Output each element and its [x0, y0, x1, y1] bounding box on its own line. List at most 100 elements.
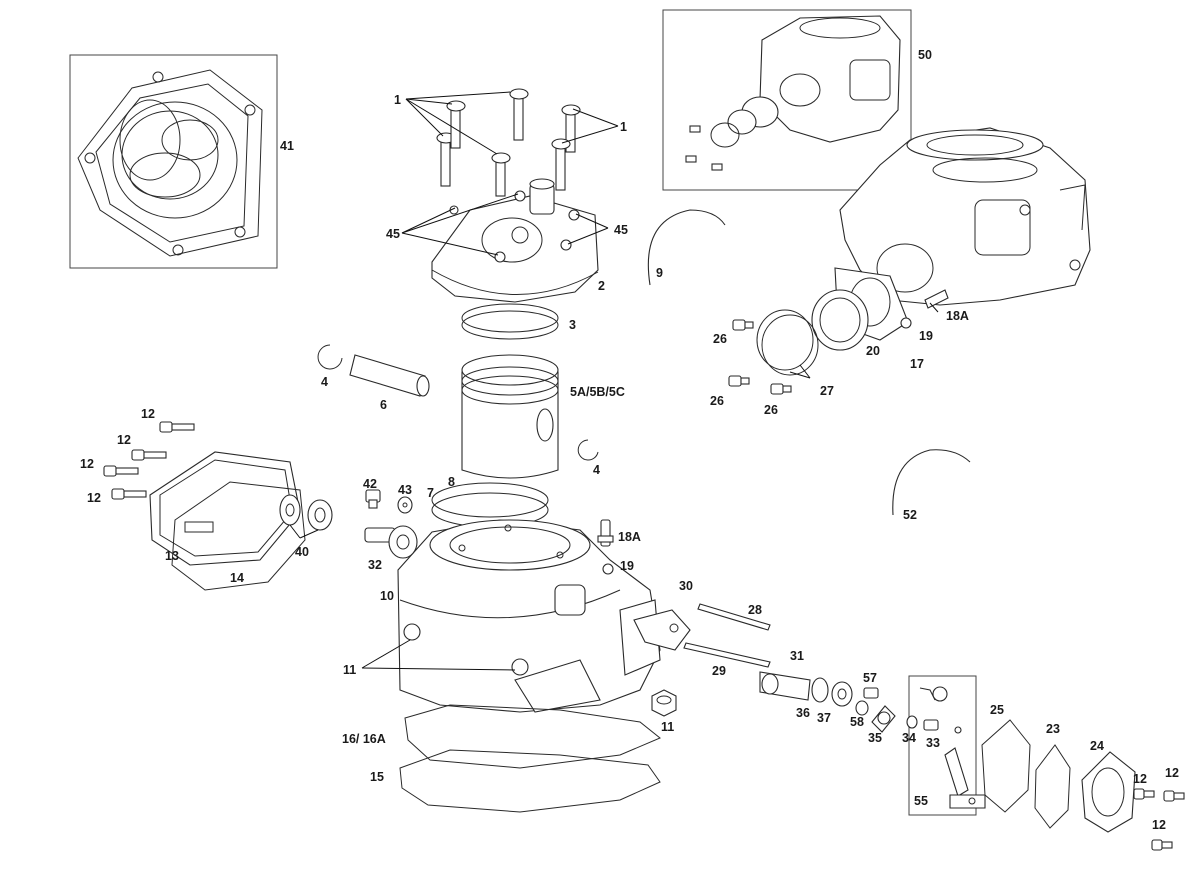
label-18a-upper: 18A — [946, 309, 969, 323]
part-4-circlip-right — [577, 439, 599, 461]
label-19-lower: 19 — [620, 559, 634, 573]
label-42: 42 — [363, 477, 377, 491]
label-11b: 11 — [661, 720, 674, 734]
part-17-cylinder-body — [839, 127, 1091, 306]
label-26b: 26 — [710, 394, 724, 408]
label-4a: 4 — [321, 375, 328, 389]
part-15-base-gasket — [399, 749, 661, 813]
label-58: 58 — [850, 715, 864, 729]
label-12c: 12 — [80, 457, 94, 471]
label-15: 15 — [370, 770, 384, 784]
label-40: 40 — [295, 545, 309, 559]
label-19-upper: 19 — [919, 329, 933, 343]
part-28-rod — [697, 603, 771, 631]
part-34-washer — [906, 715, 918, 729]
label-37: 37 — [817, 711, 831, 725]
label-43: 43 — [398, 483, 412, 497]
label-5: 5A/5B/5C — [570, 385, 625, 399]
part-26-screws — [728, 319, 792, 395]
part-number-labels: 1 1 2 3 4 4 5A/5B/5C 6 7 8 9 10 11 11 12… — [80, 48, 1179, 832]
part-12-bolts-left — [103, 421, 195, 500]
part-35-cam — [871, 705, 896, 733]
part-36-seal — [811, 677, 829, 703]
label-12e: 12 — [1133, 772, 1147, 786]
label-26a: 26 — [713, 332, 727, 346]
label-12f: 12 — [1165, 766, 1179, 780]
part-27-clamps — [756, 309, 819, 376]
part-24-cover — [1081, 751, 1136, 833]
part-6-piston-pin — [349, 354, 430, 397]
label-31: 31 — [790, 649, 804, 663]
label-12g: 12 — [1152, 818, 1166, 832]
powervalve-linkage-inset-frame — [908, 675, 977, 816]
part-57-screw — [863, 687, 879, 699]
label-45a: 45 — [386, 227, 400, 241]
label-20: 20 — [866, 344, 880, 358]
label-50: 50 — [918, 48, 932, 62]
part-33-screw — [923, 719, 939, 731]
label-12d: 12 — [87, 491, 101, 505]
part-9-hose — [647, 209, 726, 286]
label-13: 13 — [165, 549, 179, 563]
label-28: 28 — [748, 603, 762, 617]
label-52: 52 — [903, 508, 917, 522]
part-25-gasket — [981, 719, 1031, 813]
part-55-linkage — [919, 686, 986, 809]
part-4-circlip-left — [317, 344, 343, 370]
label-12a: 12 — [141, 407, 155, 421]
label-57: 57 — [863, 671, 877, 685]
part-41-gasket-kit — [77, 69, 263, 257]
part-52-hose — [892, 449, 971, 516]
label-9: 9 — [656, 266, 663, 280]
label-14: 14 — [230, 571, 244, 585]
gasket-kit-inset-frame — [69, 54, 278, 269]
label-18a-lower: 18A — [618, 530, 641, 544]
leader-lines — [289, 91, 939, 671]
part-50-cylinder-assembly-small — [685, 15, 901, 171]
part-5-piston — [461, 354, 559, 479]
part-32-valve-cover — [364, 525, 418, 559]
part-31-shaft — [759, 671, 811, 701]
label-4b: 4 — [593, 463, 600, 477]
part-23-gasket — [1034, 744, 1071, 829]
label-12b: 12 — [117, 433, 131, 447]
part-18a-fitting-lower — [597, 519, 614, 547]
label-17: 17 — [910, 357, 924, 371]
label-45b: 45 — [614, 223, 628, 237]
part-11-nut — [651, 689, 677, 717]
part-3-head-o-rings — [461, 303, 559, 340]
part-7-o-ring — [431, 482, 549, 518]
part-13-side-cover — [149, 451, 301, 566]
part-12-bolts-right — [1133, 788, 1185, 851]
label-16: 16/ 16A — [342, 732, 386, 746]
part-14-cover-gasket — [171, 481, 306, 591]
part-10-cylinder — [397, 519, 661, 713]
label-55: 55 — [914, 794, 928, 808]
label-25: 25 — [990, 703, 1004, 717]
part-29-rod — [683, 642, 771, 668]
label-3: 3 — [569, 318, 576, 332]
label-8: 8 — [448, 475, 455, 489]
label-30: 30 — [679, 579, 693, 593]
part-58-washer — [855, 700, 869, 716]
label-23: 23 — [1046, 722, 1060, 736]
label-1b: 1 — [620, 120, 627, 134]
label-32: 32 — [368, 558, 382, 572]
part-43-washer — [397, 496, 413, 514]
part-19-washer-lower — [602, 563, 614, 575]
label-2: 2 — [598, 279, 605, 293]
part-40-bearings — [279, 494, 333, 531]
part-30-lever — [633, 609, 691, 651]
part-20-intake-flange — [811, 267, 909, 351]
label-7: 7 — [427, 486, 434, 500]
part-16-base-gasket — [404, 704, 661, 769]
complete-cylinder-inset-frame — [662, 9, 912, 191]
label-24: 24 — [1090, 739, 1104, 753]
part-1-head-bolts — [436, 88, 581, 197]
label-11a: 11 — [343, 663, 356, 677]
label-36: 36 — [796, 706, 810, 720]
label-1a: 1 — [394, 93, 401, 107]
part-37-bearing — [831, 681, 853, 707]
label-33: 33 — [926, 736, 940, 750]
